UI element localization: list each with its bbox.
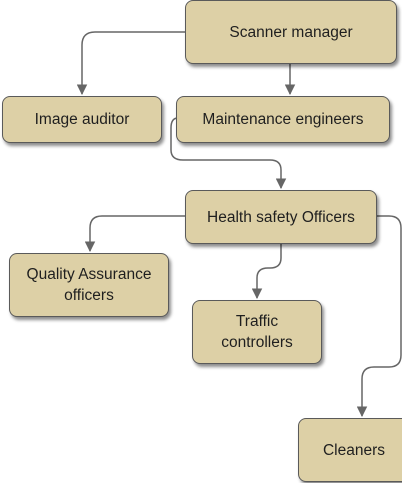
node-image-auditor-label: Image auditor [34, 111, 130, 128]
node-cleaners-label: Cleaners [322, 441, 386, 459]
node-health-safety-officers: Health safety Officers [185, 190, 377, 244]
node-cleaners: Cleaners [298, 418, 402, 482]
node-quality-assurance-officers: Quality Assurance officers [9, 253, 169, 317]
edge-scanner-to-image-auditor [76, 31, 185, 96]
node-traffic-controllers-label: Traffic controllers [221, 313, 293, 351]
edge-health-to-quality-assurance [84, 215, 185, 253]
node-quality-assurance-officers-label: Quality Assurance officers [26, 266, 152, 304]
node-scanner-manager-label: Scanner manager [229, 23, 353, 41]
edge-health-to-traffic [251, 244, 282, 300]
node-maintenance-engineers-label: Maintenance engineers [202, 111, 364, 128]
edge-maintenance-to-health [170, 117, 287, 190]
node-image-auditor: Image auditor [2, 96, 162, 143]
node-maintenance-engineers: Maintenance engineers [176, 96, 390, 143]
node-health-safety-officers-label: Health safety Officers [207, 208, 355, 226]
node-scanner-manager: Scanner manager [185, 0, 397, 64]
node-traffic-controllers: Traffic controllers [192, 300, 322, 364]
edge-health-to-cleaners [356, 215, 402, 418]
